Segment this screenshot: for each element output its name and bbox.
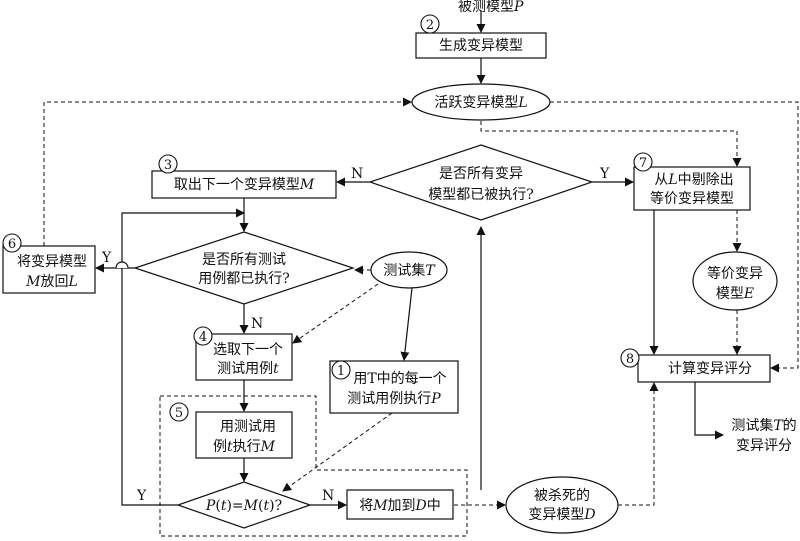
- select-test-text-1: 选取下一个: [213, 342, 283, 358]
- program-under-test-label: 被测模型P: [458, 0, 524, 15]
- put-back-text-1: 将变异模型: [17, 254, 87, 270]
- svg-text:5: 5: [175, 406, 183, 421]
- next-mutant-box: [151, 170, 337, 199]
- all-mutants-executed-text-1: 是否所有变异: [439, 166, 523, 182]
- generate-mutants-text: 生成变异模型: [439, 38, 523, 54]
- branch-yes-label: Y: [101, 250, 112, 266]
- execution-region-boundary: [159, 395, 468, 537]
- all-mutants-executed-diamond: [368, 144, 594, 221]
- remove-equivalent-text-2: 等价变异模型: [650, 190, 734, 207]
- branch-yes-label: Y: [136, 488, 147, 504]
- put-back-box: [2, 245, 96, 294]
- result-text-1: 测试集T的: [731, 417, 796, 434]
- svg-text:8: 8: [626, 352, 634, 367]
- killed-mutants-text-1: 被杀死的: [534, 488, 590, 504]
- exec-mutant-text-2: 例t执行M: [213, 439, 276, 455]
- svg-text:4: 4: [199, 330, 207, 345]
- select-test-text-2: 测试用例t: [217, 361, 279, 377]
- step-badge-5: 5: [169, 402, 189, 422]
- live-mutants-text: 活跃变异模型L: [434, 95, 527, 111]
- step-badge-8: 8: [620, 348, 640, 368]
- svg-text:7: 7: [639, 156, 647, 171]
- compare-text: P(t)=M(t)?: [205, 498, 282, 514]
- all-tests-executed-text-2: 用例都已执行?: [198, 271, 290, 287]
- equivalent-mutants-text-1: 等价变异: [707, 265, 763, 282]
- run-tests-text-1: 用T中的每一个: [353, 371, 446, 387]
- step-badge-6: 6: [2, 233, 22, 253]
- branch-no-label: N: [322, 488, 334, 504]
- remove-equivalent-box: [633, 166, 751, 211]
- killed-mutants-text-2: 变异模型D: [528, 507, 595, 523]
- step-badge-4: 4: [193, 326, 213, 346]
- run-tests-text-2: 测试用例执行P: [347, 391, 441, 407]
- test-set-text: 测试集T: [383, 262, 436, 279]
- all-mutants-executed-text-2: 模型都已被执行?: [428, 187, 534, 203]
- generate-mutants-box: [415, 32, 547, 59]
- svg-text:2: 2: [426, 18, 434, 33]
- add-to-killed-box: [346, 489, 454, 520]
- step-badge-7: 7: [633, 152, 653, 172]
- add-to-killed-text: 将M加到D中: [359, 498, 441, 514]
- branch-no-label: N: [251, 316, 263, 332]
- svg-text:3: 3: [164, 158, 172, 173]
- run-tests-on-program-box: [329, 360, 459, 414]
- compute-score-text: 计算变异评分: [668, 361, 752, 377]
- svg-text:1: 1: [337, 364, 345, 379]
- compare-diamond: [176, 481, 312, 529]
- exec-mutant-text-1: 用测试用: [220, 419, 276, 435]
- step-badge-1: 1: [331, 360, 351, 380]
- svg-text:6: 6: [8, 237, 16, 252]
- all-tests-executed-text-1: 是否所有测试: [202, 252, 286, 268]
- branch-no-label: N: [351, 166, 363, 182]
- result-text-2: 变异评分: [736, 438, 792, 454]
- step-badge-2: 2: [420, 14, 440, 34]
- killed-mutants-ellipse: [505, 476, 619, 534]
- compute-score-box: [637, 354, 771, 383]
- branch-yes-label: Y: [599, 166, 610, 182]
- equivalent-mutants-text-2: 模型E: [716, 286, 754, 302]
- put-back-text-2: M放回L: [25, 274, 78, 290]
- next-mutant-text: 取出下一个变异模型M: [174, 177, 315, 193]
- equivalent-mutants-ellipse: [692, 251, 778, 311]
- remove-equivalent-text-1: 从L中剔除出: [654, 172, 733, 188]
- all-tests-executed-diamond: [133, 231, 355, 305]
- step-badge-3: 3: [158, 154, 178, 174]
